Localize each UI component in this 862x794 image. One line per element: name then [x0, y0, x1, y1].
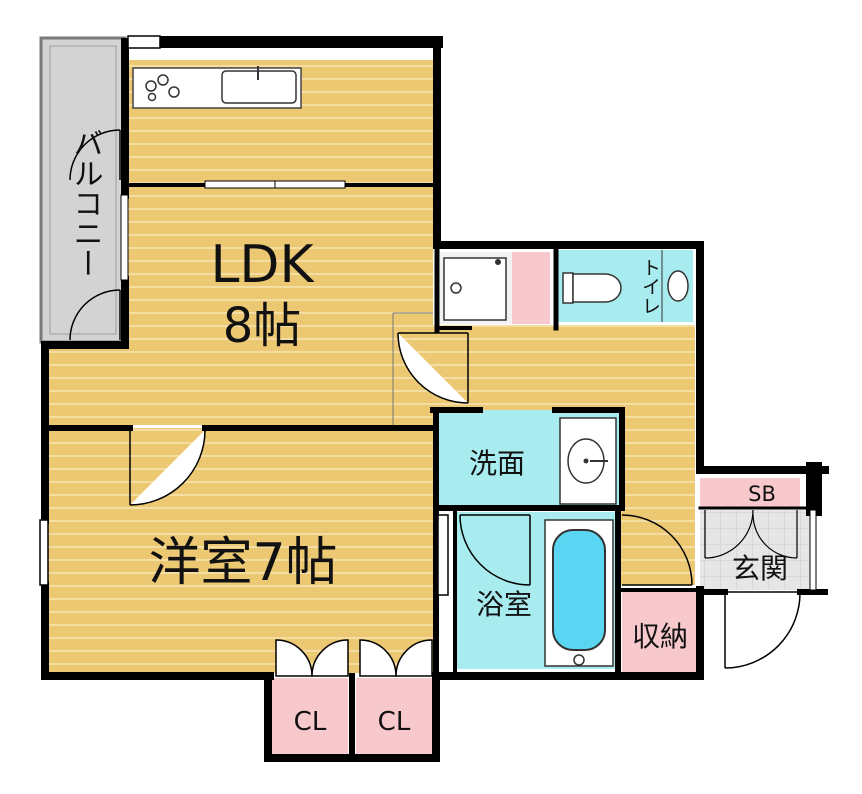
closet-left-label: CL — [294, 707, 327, 737]
western-room-door — [129, 428, 206, 506]
balcony-label: バルコニー — [68, 128, 103, 278]
stove-icon — [145, 74, 180, 102]
closets — [272, 678, 432, 756]
entrance-label: 玄関 — [732, 552, 788, 585]
bath-door — [459, 514, 531, 586]
entrance-area — [700, 478, 812, 590]
toilet-icon — [562, 250, 689, 322]
storage-door — [621, 514, 693, 586]
sink-icon — [221, 66, 297, 104]
closet-doors — [275, 639, 433, 677]
windows — [39, 35, 817, 596]
toilet-label: トイレ — [639, 258, 661, 315]
western-room — [45, 428, 433, 673]
ldk-label: LDK — [210, 235, 315, 295]
hallway — [433, 325, 695, 585]
bathtub-icon — [544, 519, 614, 667]
ldk-room — [45, 185, 433, 425]
closet-right-label: CL — [378, 707, 411, 737]
ldk-hall-door — [397, 332, 469, 404]
shoebox-doors — [704, 509, 798, 559]
balcony-door — [69, 129, 121, 341]
storage-label: 収納 — [632, 620, 688, 653]
entrance-door — [724, 591, 801, 669]
kitchen-counter — [132, 66, 302, 109]
ldk-size-label: 8帖 — [223, 298, 302, 354]
hall-step — [392, 312, 433, 425]
balcony-area — [39, 36, 127, 344]
washroom-label: 洗面 — [469, 447, 525, 480]
sb-label: SB — [748, 482, 776, 506]
bath-label: 浴室 — [476, 588, 532, 621]
washing-machine-pan — [443, 257, 507, 321]
storage-room — [622, 592, 697, 672]
washbasin-icon — [559, 417, 617, 505]
walls — [41, 36, 829, 762]
western-room-label: 洋室7帖 — [148, 533, 337, 593]
